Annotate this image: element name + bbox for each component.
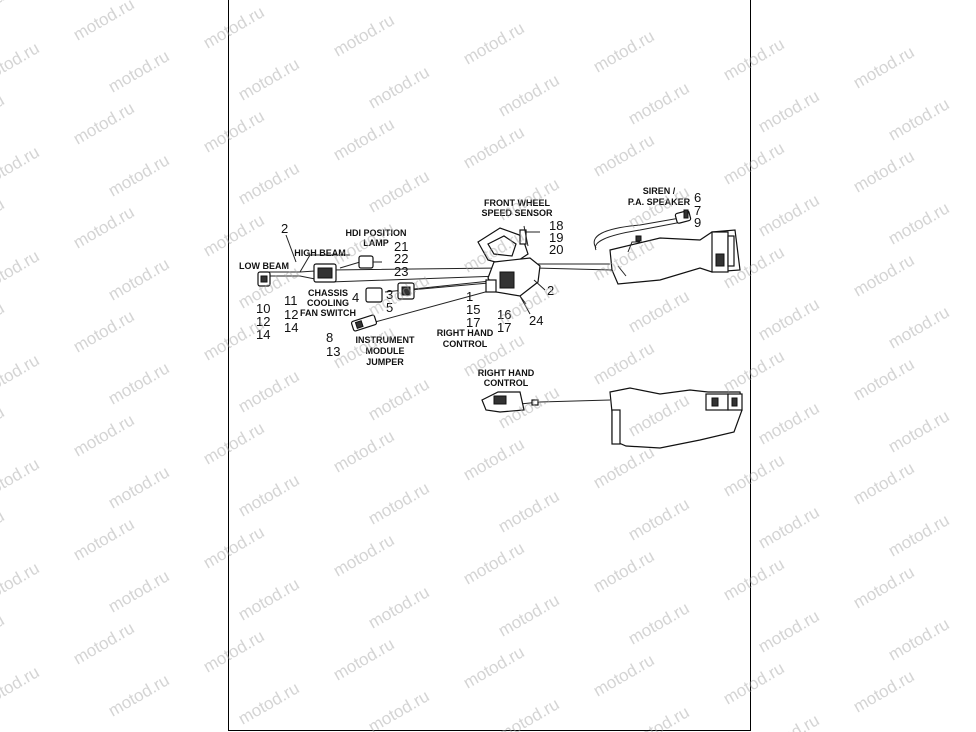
callout-2-right: 2 [547,283,554,298]
callout-11: 11 [284,293,298,308]
upper-right-bracket [609,229,741,285]
label-instrument-3: JUMPER [366,357,404,367]
label-rhc-lower-2: CONTROL [484,378,529,388]
label-instrument-1: INSTRUMENT [356,335,415,345]
low-beam-connector [257,271,271,287]
callout-14-b: 14 [284,320,298,335]
siren-pa-speaker-connector [674,209,692,224]
callout-18: 18 [549,218,563,233]
callout-12-a: 12 [256,314,270,329]
callout-16: 16 [497,307,511,322]
callout-23: 23 [394,264,408,279]
callout-10: 10 [256,301,270,316]
callout-8: 8 [326,330,333,345]
callout-20: 20 [549,242,563,257]
label-high-beam: HIGH BEAM [294,248,346,258]
label-hdi-1: HDI POSITION [345,228,406,238]
fan-switch-connectors [365,282,415,303]
label-hdi-2: LAMP [363,238,389,248]
label-rhc-upper-1: RIGHT HAND [437,328,494,338]
callout-6: 6 [694,190,701,205]
callout-13: 13 [326,344,340,359]
lower-right-hand-control [481,387,743,449]
label-chassis-2: COOLING [307,298,349,308]
label-instrument-2: MODULE [366,346,405,356]
leader-24 [519,295,531,315]
callout-21: 21 [394,239,408,254]
label-siren-2: P.A. SPEAKER [628,197,691,207]
callout-22: 22 [394,251,408,266]
label-front-wheel-2: SPEED SENSOR [481,208,553,218]
label-chassis-1: CHASSIS [308,288,348,298]
label-low-beam: LOW BEAM [239,261,289,271]
leader-2-top [285,234,297,263]
label-chassis-3: FAN SWITCH [300,308,356,318]
label-rhc-upper-2: CONTROL [443,339,488,349]
label-front-wheel-1: FRONT WHEEL [484,198,550,208]
callout-1: 1 [466,289,473,304]
callout-12-b: 12 [284,307,298,322]
callout-7: 7 [694,203,701,218]
callout-9: 9 [694,215,701,230]
callout-19: 19 [549,230,563,245]
callout-5: 5 [386,300,393,315]
callout-3: 3 [386,287,393,302]
callout-2-top: 2 [281,221,288,236]
callout-4: 4 [352,290,359,305]
callout-17-a: 17 [466,315,480,330]
callout-24: 24 [529,313,543,328]
hdi-position-lamp-connector [358,255,382,269]
harness-junction [485,257,541,305]
callout-15: 15 [466,302,480,317]
high-beam-connector [313,263,337,283]
front-wheel-speed-sensor [477,225,529,267]
callout-14-a: 14 [256,327,270,342]
label-rhc-lower-1: RIGHT HAND [478,368,535,378]
callout-17-b: 17 [497,320,511,335]
instrument-module-jumper-connector [350,314,378,332]
leader-2-right [533,279,546,291]
diagram-sheet [228,0,751,731]
label-siren-1: SIREN / [643,186,676,196]
